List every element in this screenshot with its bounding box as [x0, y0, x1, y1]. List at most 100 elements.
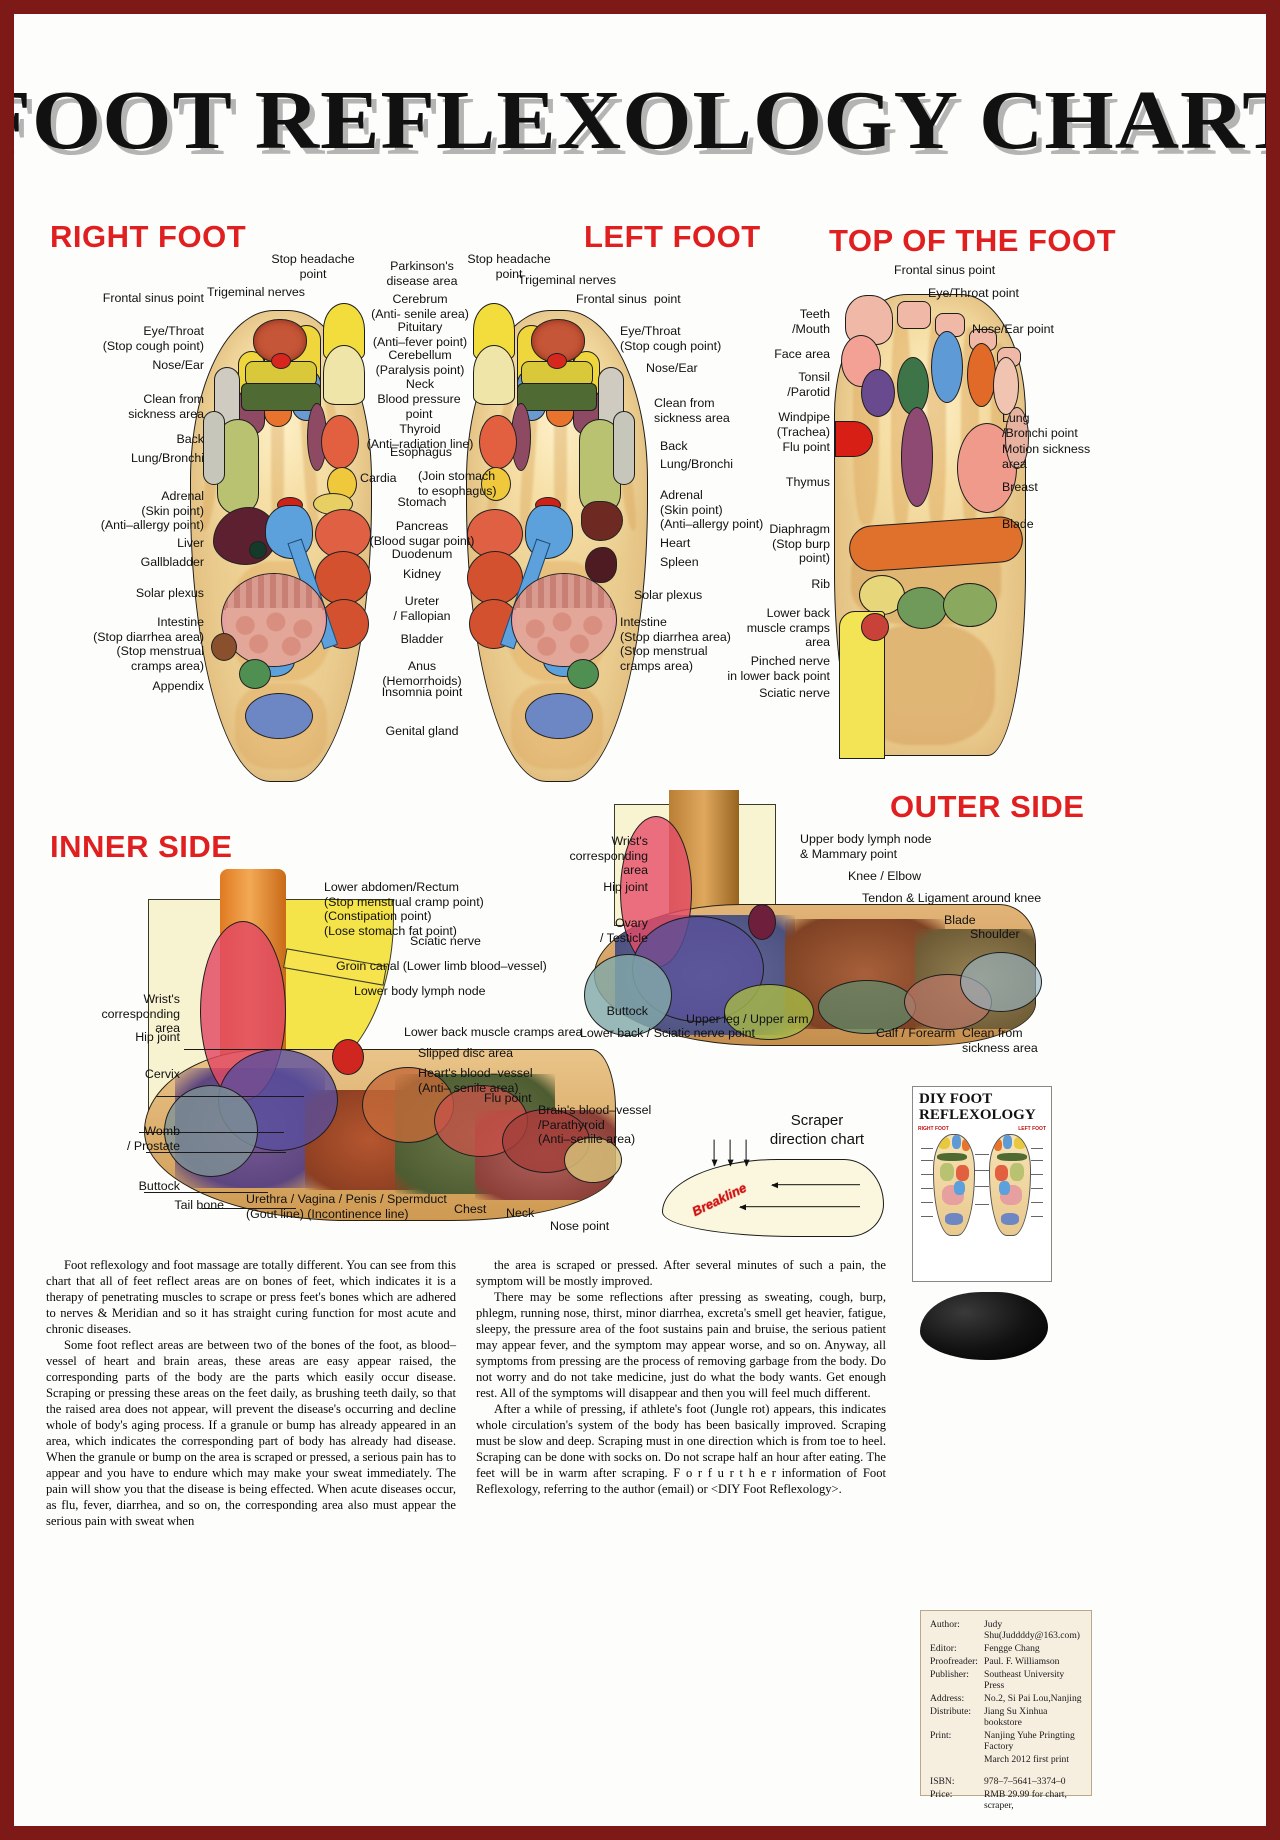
label-calf-forearm: Calf / Forearm	[876, 1026, 956, 1040]
credits-key: Editor:	[930, 1643, 957, 1654]
label-nose-point-inner: Nose point	[550, 1219, 610, 1233]
label-knee-elbow: Knee / Elbow	[848, 869, 922, 883]
label-lung-bronchi-right: Lung/Bronchi	[130, 451, 204, 465]
label-blade-top: Blade	[1002, 517, 1034, 531]
label-lung-bronchi-left: Lung/Bronchi	[660, 457, 734, 471]
body-text-column-1: Foot reflexology and foot massage are to…	[46, 1258, 456, 1530]
organ-left-genital-gland	[525, 693, 593, 739]
credits-value: Jiang Su Xinhua bookstore	[984, 1706, 1048, 1728]
label-chest-inner: Chest	[454, 1202, 487, 1216]
label-eye-throat-right: Eye/Throat (Stop cough point)	[102, 324, 204, 353]
label-cardia-note: (Join stomach to esophagus)	[418, 469, 497, 498]
label-bladder: Bladder	[400, 632, 444, 646]
label-liver-right: Liver	[177, 536, 204, 550]
credits-row: Proofreader:Paul. F. Williamson	[930, 1655, 1083, 1668]
zone-outer-clean-from-sickness	[960, 952, 1042, 1012]
label-hip-joint-outer: Hip joint	[603, 880, 648, 894]
zone-top-motion-sickness-area	[1005, 407, 1029, 469]
zone-top-blade	[943, 583, 997, 627]
label-neck: Neck	[405, 377, 435, 391]
label-solar-plexus-left: Solar plexus	[634, 588, 703, 602]
zone-right-big-toe-lower	[323, 345, 365, 405]
label-nose-ear-right: Nose/Ear	[152, 358, 204, 372]
zone-top-lung-bronchi-point	[993, 357, 1019, 415]
label-kidney: Kidney	[403, 567, 441, 581]
credits-row: Author: Judy Shu(Juddddy@163.com)	[930, 1618, 1083, 1642]
scraper-arrow-down-3	[745, 1139, 747, 1166]
label-stop-headache-left: Stop headache point	[467, 252, 551, 281]
diy-foot-right	[933, 1133, 975, 1236]
credits-key: Author:	[930, 1619, 960, 1630]
diy-poster-subcaptions: RIGHT FOOT LEFT FOOT	[913, 1126, 1051, 1132]
credits-value: Southeast University Press	[984, 1669, 1065, 1691]
credits-table: Author: Judy Shu(Juddddy@163.com) Editor: F…	[920, 1610, 1092, 1811]
label-brains-blood-vessel: Brain's blood–vessel /Parathyroid (Anti–…	[538, 1103, 652, 1147]
right-foot-diagram	[190, 303, 372, 782]
label-ureter-fallopian: Ureter / Fallopian	[393, 594, 451, 623]
credits-value: Judy Shu(Juddddy@163.com)	[984, 1619, 1080, 1641]
label-nose-ear-point-top: Nose/Ear point	[972, 322, 1054, 336]
leader-inner-buttock	[144, 1192, 268, 1193]
credits-key: Proofreader:	[930, 1656, 978, 1667]
zone-inner-flu-point	[332, 1039, 364, 1075]
label-flu-point-inner: Flu point	[484, 1091, 532, 1105]
label-slipped-disc-area: Slipped disc area	[418, 1046, 514, 1060]
label-teeth-mouth: Teeth /Mouth	[792, 307, 830, 336]
label-parkinsons-disease-area: Parkinson's disease area	[386, 259, 458, 288]
body-paragraph-1: Foot reflexology and foot massage are to…	[46, 1258, 456, 1336]
label-pancreas: Pancreas (Blood sugar point)	[369, 519, 475, 548]
organ-right-stomach	[315, 509, 371, 559]
organ-right-blood-pressure	[321, 415, 359, 469]
label-spleen-left: Spleen	[660, 555, 699, 569]
label-gallbladder-right: Gallbladder	[140, 555, 204, 569]
label-anus-hemorrhoids: Anus (Hemorrhoids)	[382, 659, 462, 688]
label-insomnia-point: Insomnia point	[381, 685, 463, 699]
label-motion-sickness-area: Motion sickness area	[1002, 442, 1091, 471]
zone-top-lower-back-cramps	[897, 587, 947, 629]
leader-inner-cervix	[139, 1132, 284, 1133]
diy-foot-left	[989, 1133, 1031, 1236]
organ-right-pituitary	[271, 353, 291, 369]
credits-row: Distribute:Jiang Su Xinhua bookstore	[930, 1705, 1083, 1729]
zone-outer-ovary-testicle	[584, 954, 672, 1036]
label-clean-from-sickness-right: Clean from sickness area	[128, 392, 204, 421]
label-eye-throat-left: Eye/Throat (Stop cough point)	[620, 324, 722, 353]
inner-side-diagram	[134, 869, 634, 1229]
body-paragraph-3: the area is scraped or pressed. After se…	[476, 1258, 886, 1288]
scraper-tool-photo	[920, 1292, 1048, 1360]
credits-key: ISBN:	[930, 1776, 955, 1787]
label-sciatic-nerve-inner: Sciatic nerve	[410, 934, 481, 948]
label-buttock-outer: Buttock	[606, 1004, 648, 1018]
zone-inner-cervix	[164, 1085, 258, 1177]
label-frontal-sinus-top: Frontal sinus point	[894, 263, 996, 277]
leader-inner-tailbone	[202, 1208, 296, 1209]
section-heading-left-foot: LEFT FOOT	[584, 219, 761, 254]
label-wrist-area-outer: Wrist's corresponding area	[569, 834, 648, 878]
credits-key: Price:	[930, 1789, 953, 1800]
label-diaphragm: Diaphragm (Stop burp point)	[769, 522, 830, 566]
credits-value: Fengge Chang	[984, 1643, 1040, 1654]
organ-right-genital-gland	[245, 693, 313, 739]
credits-row: ISBN:978–7–5641–3374–0	[930, 1775, 1083, 1788]
label-face-area: Face area	[774, 347, 830, 361]
top-of-foot-diagram	[834, 294, 1029, 759]
credits-row: Address:No.2, Si Pai Lou,Nanjing	[930, 1692, 1083, 1705]
label-shoulder: Shoulder	[970, 927, 1020, 941]
label-nose-ear-left: Nose/Ear	[646, 361, 698, 375]
label-pituitary: Pituitary (Anti–fever point)	[372, 320, 468, 349]
label-tonsil-parotid: Tonsil /Parotid	[787, 370, 830, 399]
label-groin-canal: Groin canal (Lower limb blood–vessel)	[336, 959, 547, 973]
label-back-right: Back	[176, 432, 204, 446]
credits-row: Price:RMB 29.99 for chart, scraper,	[930, 1788, 1083, 1812]
body-paragraph-5: After a while of pressing, if athlete's …	[476, 1401, 886, 1496]
label-cardia: Cardia	[360, 471, 397, 485]
poster-sheet: FOOT REFLEXOLOGY CHART RIGHT FOOT LEFT F…	[14, 14, 1266, 1826]
organ-left-pituitary	[547, 353, 567, 369]
poster-title-container: FOOT REFLEXOLOGY CHART	[14, 72, 1266, 169]
label-windpipe-trachea: Windpipe (Trachea)	[776, 410, 830, 439]
body-paragraph-4: There may be some reflections after pres…	[476, 1289, 886, 1400]
credits-key: Address:	[930, 1693, 965, 1704]
diy-mini-poster: DIY FOOT REFLEXOLOGY RIGHT FOOT LEFT FOO…	[912, 1086, 1052, 1282]
zone-top-thymus	[901, 407, 933, 507]
